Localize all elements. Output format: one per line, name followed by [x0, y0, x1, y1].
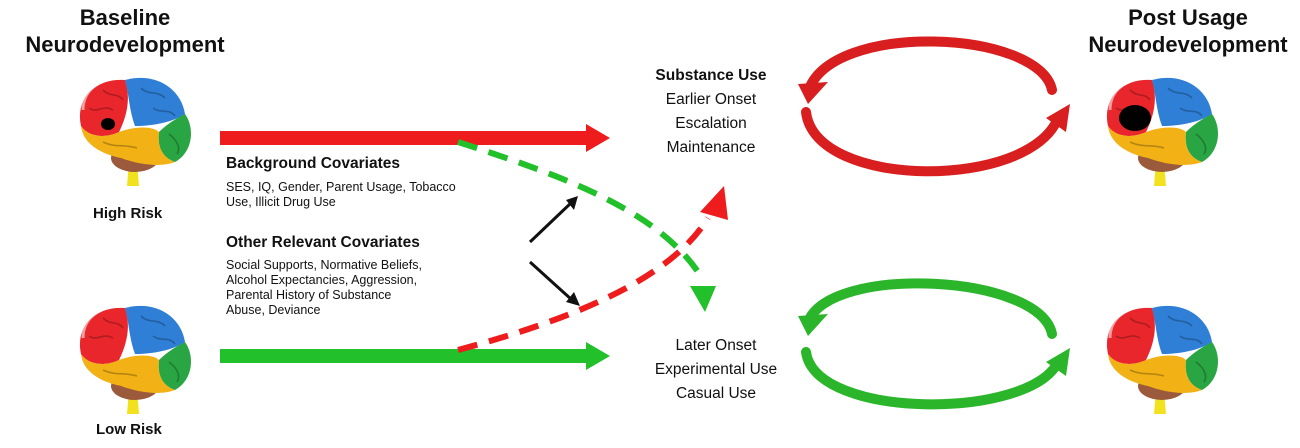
baseline-heading: Baseline Neurodevelopment	[0, 4, 250, 58]
outcome-maintenance: Maintenance	[666, 139, 756, 156]
green-cycle-bottom-arc	[801, 347, 1063, 410]
outcome-earlier-onset: Earlier Onset	[665, 91, 757, 108]
red-cycle-bottom-arrowhead	[1046, 104, 1070, 132]
covariate-down-arrowhead	[566, 292, 580, 306]
background-covariates-list: SES, IQ, Gender, Parent Usage, Tobacco U…	[226, 180, 466, 210]
outcome-later-onset: Later Onset	[675, 337, 757, 354]
outcome-casual-use: Casual Use	[675, 385, 757, 402]
background-covariates-title: Background Covariates	[226, 155, 400, 172]
red-cycle-bottom-arc	[801, 107, 1063, 177]
background-covariates-line2: Use, Illicit Drug Use	[226, 195, 336, 209]
lesion-small-marker	[101, 118, 115, 130]
background-covariates-line1: SES, IQ, Gender, Parent Usage, Tobacco	[226, 180, 456, 194]
post-usage-heading: Post Usage Neurodevelopment	[1080, 4, 1296, 58]
red-dashed-crossover-arrowhead	[700, 186, 728, 220]
brain-low-risk-baseline-image	[78, 304, 193, 416]
other-covariates-line3: Parental History of Substance	[226, 288, 392, 302]
green-cycle-bottom-arrowhead	[1046, 348, 1070, 376]
high-risk-path-arrow	[220, 131, 588, 145]
low-risk-label: Low Risk	[96, 421, 162, 438]
brain-high-risk-baseline-image	[78, 76, 193, 188]
green-cycle-top-arrowhead	[798, 314, 828, 336]
outcome-experimental-use: Experimental Use	[654, 361, 778, 378]
high-risk-path-arrowhead	[586, 124, 610, 152]
other-covariates-line2: Alcohol Expectancies, Aggression,	[226, 273, 418, 287]
other-covariates-line1: Social Supports, Normative Beliefs,	[226, 258, 422, 272]
low-risk-path-arrow	[220, 349, 588, 363]
high-risk-outcomes: Substance Use Earlier Onset Escalation M…	[636, 64, 786, 160]
baseline-heading-line1: Baseline	[79, 5, 171, 30]
outcome-escalation: Escalation	[675, 115, 747, 132]
red-dashed-crossover-arrow	[457, 216, 711, 353]
low-risk-outcomes: Later Onset Experimental Use Casual Use	[636, 334, 796, 406]
lesion-large-marker	[1119, 105, 1151, 131]
covariate-up-arrowhead	[566, 196, 578, 210]
other-covariates-line4: Abuse, Deviance	[226, 303, 321, 317]
brain-high-risk-post-image	[1105, 76, 1220, 188]
substance-use-title: Substance Use	[655, 67, 767, 84]
green-cycle-top-arc	[803, 278, 1057, 339]
post-heading-line2: Neurodevelopment	[1088, 32, 1288, 57]
other-covariates-title: Other Relevant Covariates	[226, 234, 420, 251]
red-cycle-top-arrowhead	[798, 82, 828, 104]
baseline-heading-line2: Neurodevelopment	[25, 32, 225, 57]
high-risk-label: High Risk	[93, 205, 163, 222]
covariate-up-arrow	[528, 200, 574, 244]
green-dashed-crossover-arrowhead	[690, 286, 716, 312]
other-covariates-list: Social Supports, Normative Beliefs, Alco…	[226, 258, 466, 318]
brain-low-risk-post-image	[1105, 304, 1220, 416]
low-risk-path-arrowhead	[586, 342, 610, 370]
red-cycle-top-arc	[803, 36, 1057, 97]
green-dashed-crossover-arrow	[457, 139, 705, 280]
post-heading-line1: Post Usage	[1128, 5, 1248, 30]
covariate-down-arrow	[528, 260, 574, 302]
